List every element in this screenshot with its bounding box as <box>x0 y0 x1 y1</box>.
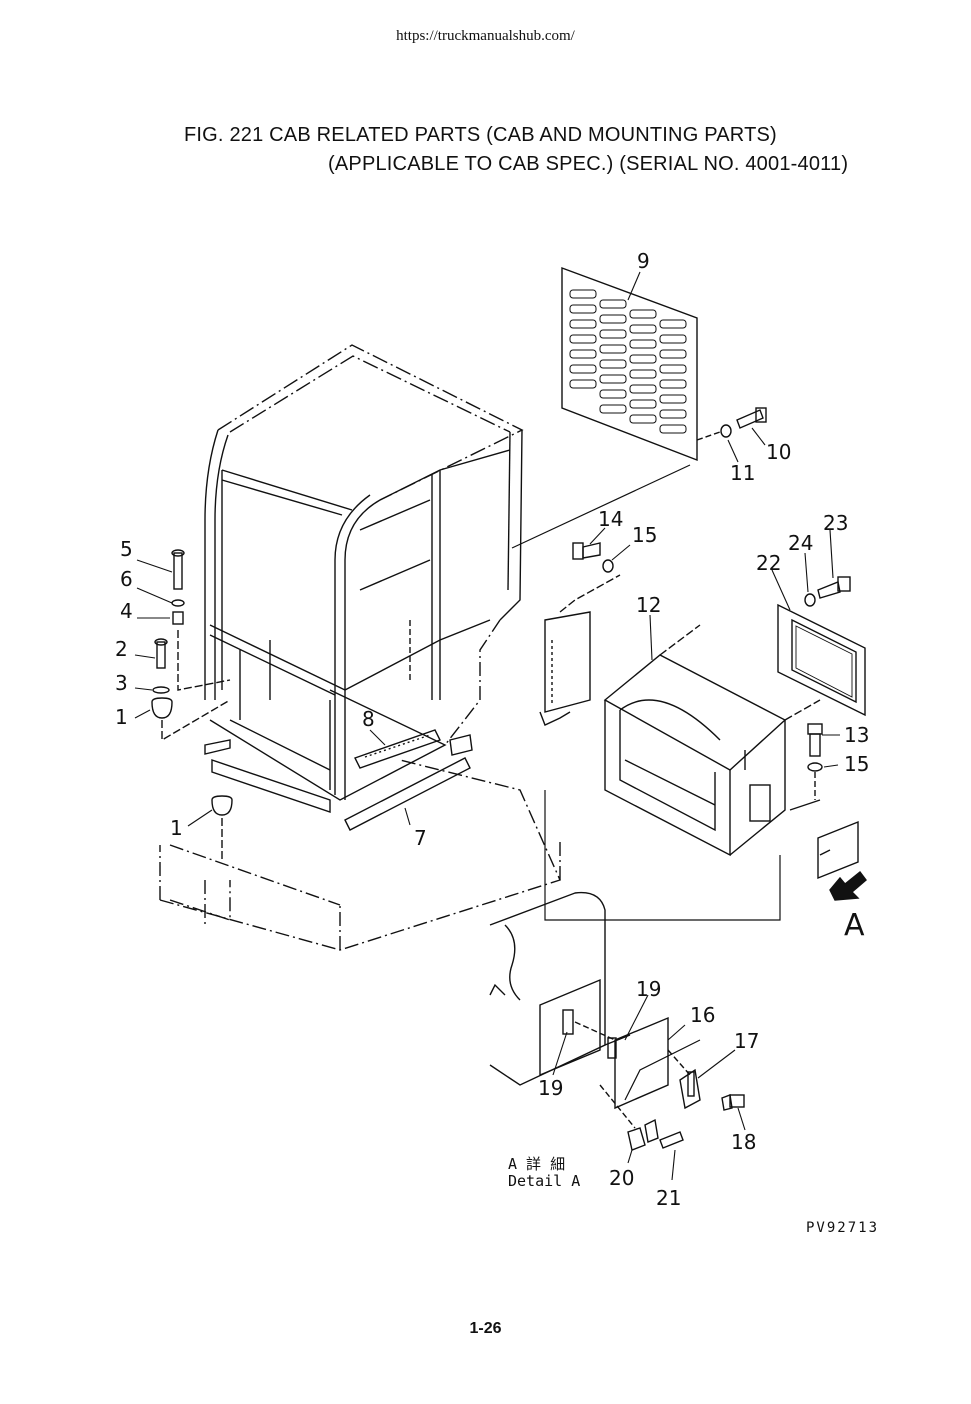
figure-title-line2: (APPLICABLE TO CAB SPEC.) (SERIAL NO. 40… <box>328 153 849 175</box>
callout-19-lower: 19 <box>538 1076 563 1100</box>
mount-parts-left <box>151 549 233 860</box>
floor-mat <box>354 729 441 769</box>
callout-9: 9 <box>637 249 650 273</box>
callout-21: 21 <box>656 1186 681 1210</box>
detail-label-en: Detail A <box>508 1172 580 1190</box>
callout-20: 20 <box>609 1166 634 1190</box>
leader-lines <box>544 790 821 1101</box>
base-plate <box>159 759 561 951</box>
callout-11: 11 <box>730 461 755 485</box>
callout-16: 16 <box>690 1003 715 1027</box>
bolt-23-washer-24 <box>804 576 851 607</box>
page-number: 1-26 <box>469 1320 502 1337</box>
callout-13: 13 <box>844 723 869 747</box>
callout-24: 24 <box>788 531 813 555</box>
callout-15-lower: 15 <box>844 752 869 776</box>
callout-1-upper: 1 <box>115 705 128 729</box>
floor-rails <box>204 734 473 831</box>
callout-12: 12 <box>636 593 661 617</box>
callout-19-upper: 19 <box>636 977 661 1001</box>
callout-4: 4 <box>120 599 133 623</box>
cab-frame <box>204 344 524 801</box>
callout-6: 6 <box>120 567 133 591</box>
cover-box <box>603 624 821 857</box>
callout-7: 7 <box>414 826 427 850</box>
callout-10: 10 <box>766 440 791 464</box>
header-url: https://truckmanualshub.com/ <box>396 28 575 44</box>
callout-3: 3 <box>115 671 128 695</box>
figure-title-line1: FIG. 221 CAB RELATED PARTS (CAB AND MOUN… <box>184 124 777 146</box>
bracket-plate <box>539 574 621 726</box>
bolt-14-washer-15 <box>572 542 614 573</box>
callout-5: 5 <box>120 537 133 561</box>
callout-8: 8 <box>362 707 375 731</box>
callout-15-upper: 15 <box>632 523 657 547</box>
callout-leaders <box>134 271 840 1181</box>
access-lid <box>817 820 859 880</box>
callout-23: 23 <box>823 511 848 535</box>
drawing-code: PV92713 <box>806 1220 880 1236</box>
detail-a-hinge <box>562 1009 745 1151</box>
callout-22: 22 <box>756 551 781 575</box>
view-a-arrow <box>829 871 867 901</box>
callout-18: 18 <box>731 1130 756 1154</box>
callout-2: 2 <box>115 637 128 661</box>
view-a-marker: A <box>844 908 865 943</box>
detail-a-housing <box>489 891 631 1086</box>
callout-17: 17 <box>734 1029 759 1053</box>
detail-label-jp: A 詳 細 <box>508 1155 565 1173</box>
rear-grille <box>561 266 698 462</box>
callout-1-lower: 1 <box>170 816 183 840</box>
bolt-13-washer-15 <box>807 723 823 800</box>
bolt-10-washer-11 <box>696 407 767 441</box>
callout-14: 14 <box>598 507 623 531</box>
panel-22 <box>777 603 866 717</box>
